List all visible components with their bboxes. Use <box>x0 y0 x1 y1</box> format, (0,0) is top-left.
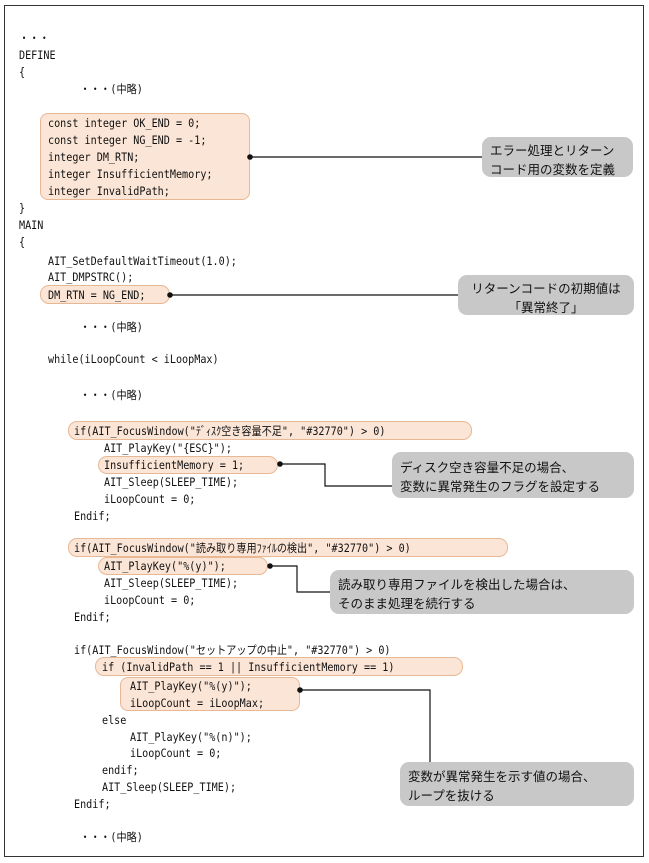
code-line: iLoopCount = 0; <box>104 492 196 506</box>
code-line: if(AIT_FocusWindow("セットアップの中止", "#32770"… <box>74 643 391 657</box>
code-line: MAIN <box>19 218 44 232</box>
code-line: AIT_PlayKey("%(y)"); <box>130 679 252 693</box>
callout-text: ディスク空き容量不足の場合、 <box>400 460 575 475</box>
code-line: DM_RTN = NG_END; <box>48 288 146 302</box>
code-line: while(iLoopCount < iLoopMax) <box>48 352 219 366</box>
code-line: ・・・ <box>19 31 50 45</box>
callout-text: リターンコードの初期値は <box>471 281 621 296</box>
highlight-if-readonly <box>68 538 508 557</box>
code-line: ・・・(中略) <box>80 830 143 844</box>
callout-text: 変数に異常発生のフラグを設定する <box>400 479 601 494</box>
callout-text: ループを抜ける <box>408 788 495 803</box>
highlight-if-invalid <box>95 657 463 676</box>
code-line: const integer OK_END = 0; <box>48 116 201 130</box>
code-line: integer InvalidPath; <box>48 184 170 198</box>
code-line: endif; <box>102 763 139 777</box>
code-line: ・・・(中略) <box>80 388 143 402</box>
code-line: AIT_PlayKey("%(y)"); <box>104 559 226 573</box>
callout-text: そのまま処理を続行する <box>338 596 476 611</box>
callout-text: 読み取り専用ファイルを検出した場合は、 <box>338 577 576 592</box>
callout-text: エラー処理とリターン <box>490 143 615 158</box>
code-line: Endif; <box>74 610 111 624</box>
code-line: DEFINE <box>19 48 56 62</box>
code-line: AIT_Sleep(SLEEP_TIME); <box>102 780 237 794</box>
code-line: if (InvalidPath == 1 || InsufficientMemo… <box>102 660 395 674</box>
code-line: else <box>102 713 127 727</box>
code-line: if(AIT_FocusWindow("読み取り専用ﾌｧｲﾙの検出", "#32… <box>74 541 411 555</box>
code-line: AIT_PlayKey("{ESC}"); <box>104 441 232 455</box>
callout-text: 変数が異常発生を示す値の場合、 <box>408 769 596 784</box>
highlight-if-disk <box>68 421 472 440</box>
code-line: { <box>19 235 26 249</box>
code-line: } <box>19 201 26 215</box>
code-line: const integer NG_END = -1; <box>48 133 207 147</box>
code-line: AIT_DMPSTRC(); <box>48 270 134 284</box>
callout-loop-exit: 変数が異常発生を示す値の場合、 ループを抜ける <box>400 762 634 806</box>
code-line: AIT_PlayKey("%(n)"); <box>130 730 252 744</box>
callout-disk-space: ディスク空き容量不足の場合、 変数に異常発生のフラグを設定する <box>392 452 634 498</box>
code-line: iLoopCount = iLoopMax; <box>130 696 265 710</box>
callout-text: コード用の変数を定義 <box>490 162 616 177</box>
callout-readonly-file: 読み取り専用ファイルを検出した場合は、 そのまま処理を続行する <box>330 570 634 614</box>
code-line: iLoopCount = 0; <box>130 746 222 760</box>
callout-return-code: リターンコードの初期値は 「異常終了」 <box>458 275 634 315</box>
code-line: AIT_SetDefaultWaitTimeout(1.0); <box>48 254 237 268</box>
callout-text: 「異常終了」 <box>508 300 584 315</box>
code-line: if(AIT_FocusWindow("ﾃﾞｨｽｸ空き容量不足", "#3277… <box>74 424 386 438</box>
code-line: integer InsufficientMemory; <box>48 167 213 181</box>
code-line: AIT_Sleep(SLEEP_TIME); <box>104 475 239 489</box>
highlight-define-vars <box>40 113 250 200</box>
highlight-loop-exit <box>120 677 300 711</box>
code-line: Endif; <box>74 509 111 523</box>
code-line: iLoopCount = 0; <box>104 593 196 607</box>
code-line: InsufficientMemory = 1; <box>104 458 245 472</box>
code-line: AIT_Sleep(SLEEP_TIME); <box>104 576 239 590</box>
diagram-frame <box>4 5 644 857</box>
code-line: ・・・(中略) <box>80 320 143 334</box>
code-line: integer DM_RTN; <box>48 150 140 164</box>
callout-error-vars: エラー処理とリターン コード用の変数を定義 <box>482 137 633 177</box>
code-line: Endif; <box>74 797 111 811</box>
code-line: ・・・(中略) <box>80 82 143 96</box>
code-line: { <box>19 65 26 79</box>
